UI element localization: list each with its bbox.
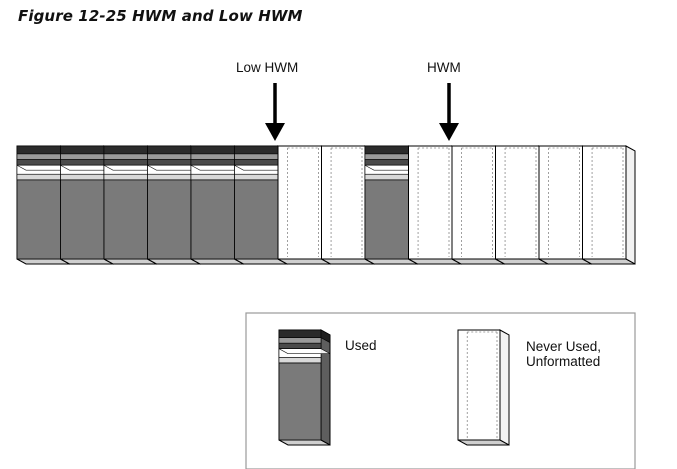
legend-used-label: Used xyxy=(345,338,377,353)
low-hwm-arrow xyxy=(265,83,285,141)
low-hwm-label: Low HWM xyxy=(236,60,299,75)
legend-never-used-line2: Unformatted xyxy=(526,354,601,369)
hwm-label: HWM xyxy=(427,60,461,75)
used-block xyxy=(364,145,418,265)
figure-title: Figure 12-25 HWM and Low HWM xyxy=(18,7,303,25)
legend-never-used-line1: Never Used, xyxy=(526,339,602,354)
block-row xyxy=(16,145,636,265)
legend-never-used-swatch xyxy=(457,329,510,446)
used-block xyxy=(234,145,288,265)
never-used-block xyxy=(451,145,505,265)
legend-never-used-label: Never Used, Unformatted xyxy=(526,339,601,369)
legend-used-swatch xyxy=(278,329,331,446)
never-used-block xyxy=(582,145,636,265)
legend-used-block xyxy=(278,329,331,446)
hwm-arrow xyxy=(439,83,459,141)
legend-never-used-block xyxy=(457,329,510,446)
